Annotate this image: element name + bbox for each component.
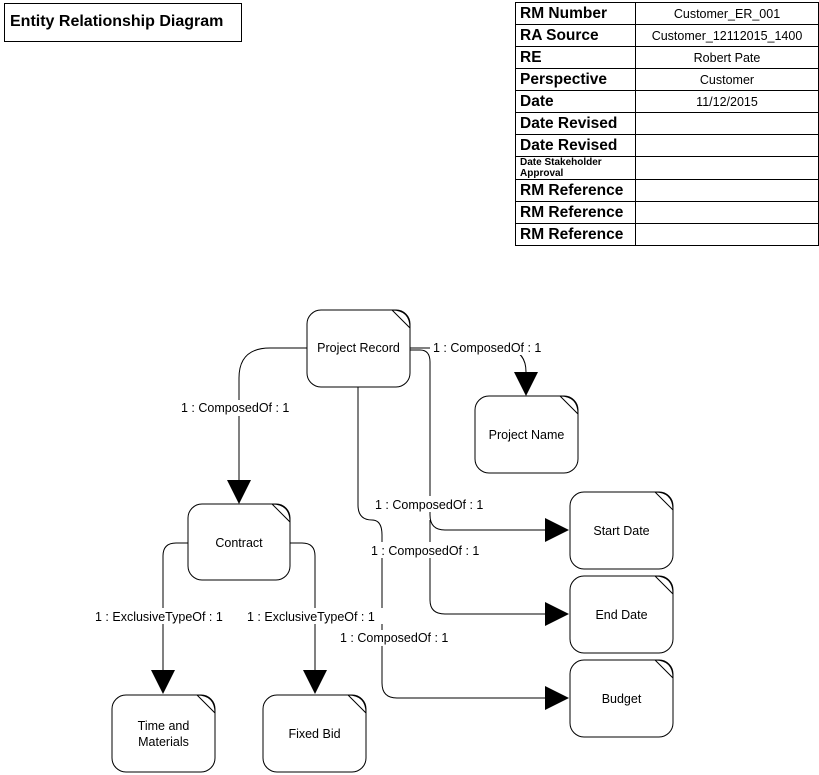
edge-label: 1 : ComposedOf : 1 <box>371 544 479 558</box>
meta-row: RM Reference <box>515 223 819 246</box>
meta-value: Customer <box>635 68 819 91</box>
node-project-name[interactable]: Project Name <box>474 395 579 474</box>
edge-label: 1 : ComposedOf : 1 <box>340 631 448 645</box>
meta-key: RA Source <box>515 24 636 47</box>
edge-label: 1 : ComposedOf : 1 <box>181 401 289 415</box>
node-budget[interactable]: Budget <box>569 659 674 738</box>
node-label: Time and <box>138 719 190 733</box>
node-fixed-bid[interactable]: Fixed Bid <box>262 694 367 773</box>
node-label: Materials <box>138 735 189 749</box>
node-label: Budget <box>602 692 642 706</box>
edge-arrow <box>227 480 251 504</box>
edge-arrow <box>545 518 569 542</box>
edge-arrow <box>545 602 569 626</box>
edge-arrow <box>303 670 327 694</box>
meta-value: Customer_ER_001 <box>635 2 819 25</box>
node-start-date[interactable]: Start Date <box>569 491 674 570</box>
meta-key: RM Reference <box>515 223 636 246</box>
meta-key: Date Revised <box>515 112 636 135</box>
edge-record-budget <box>357 387 545 699</box>
edge-record-end <box>429 520 545 615</box>
node-label: Project Name <box>489 428 565 442</box>
meta-value <box>635 223 819 246</box>
edge-arrow <box>151 670 175 694</box>
node-end-date[interactable]: End Date <box>569 575 674 654</box>
edge-label: 1 : ExclusiveTypeOf : 1 <box>95 610 223 624</box>
edge-record-contract <box>238 347 307 480</box>
diagram-title: Entity Relationship Diagram <box>4 3 242 42</box>
edge-arrow <box>514 372 538 396</box>
meta-row: RM Reference <box>515 179 819 202</box>
node-project-record[interactable]: Project Record <box>306 309 411 388</box>
edge-contract-fixed <box>290 542 316 670</box>
edge-contract-tm <box>162 542 188 670</box>
node-contract[interactable]: Contract <box>187 503 291 581</box>
node-label: Project Record <box>317 341 400 355</box>
node-label: End Date <box>595 608 647 622</box>
edge-label: 1 : ComposedOf : 1 <box>375 498 483 512</box>
meta-row: RM Reference <box>515 201 819 224</box>
edge-label: 1 : ExclusiveTypeOf : 1 <box>247 610 375 624</box>
edge-record-start <box>410 349 545 531</box>
meta-value: Customer_12112015_1400 <box>635 24 819 47</box>
node-label: Contract <box>215 536 263 550</box>
edge-arrow <box>545 686 569 710</box>
meta-key: Date Stakeholder Approval <box>515 156 636 180</box>
node-time-and-materials[interactable]: Time and Materials <box>111 694 216 773</box>
edge-label: 1 : ComposedOf : 1 <box>433 341 541 355</box>
meta-key: RM Reference <box>515 179 636 202</box>
node-label: Start Date <box>593 524 649 538</box>
node-label: Fixed Bid <box>288 727 340 741</box>
